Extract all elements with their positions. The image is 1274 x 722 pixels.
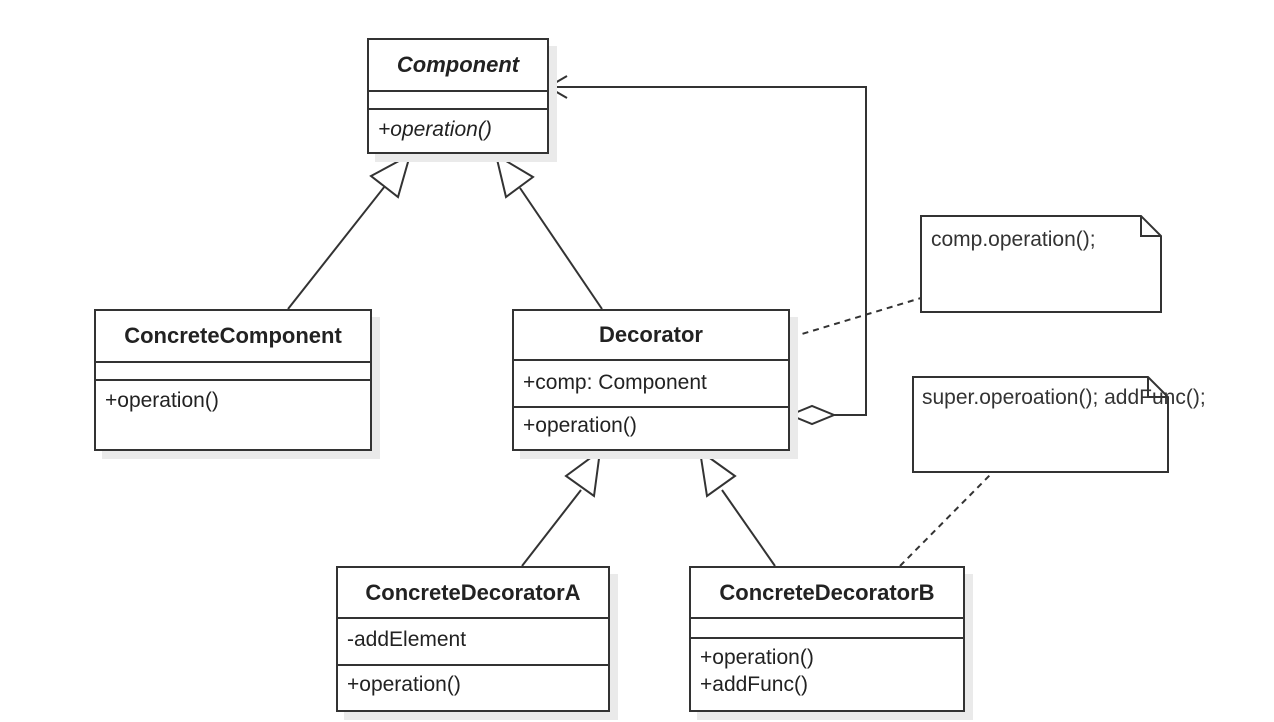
method-operation: +operation() xyxy=(700,646,814,669)
generalization-concretecomponent-line xyxy=(287,185,386,310)
note-line: comp.operation(); xyxy=(931,228,1096,251)
method-operation: +operation() xyxy=(105,389,219,412)
class-concrete-decorator-a: ConcreteDecoratorA -addElement +operatio… xyxy=(336,566,610,712)
method-section: +operation() xyxy=(96,381,370,449)
generalization-decoratora-line xyxy=(521,489,582,567)
method-section: +operation() xyxy=(514,408,788,449)
method-operation: +operation() xyxy=(378,118,492,141)
attribute-section-empty xyxy=(691,619,963,639)
attribute-comp: +comp: Component xyxy=(523,371,707,394)
class-concrete-component: ConcreteComponent +operation() xyxy=(94,309,372,451)
method-operation: +operation() xyxy=(347,673,461,696)
generalization-decoratorb-line xyxy=(721,489,776,567)
generalization-arrowhead-decoratora xyxy=(564,448,602,498)
aggregation-diamond xyxy=(787,404,837,426)
method-section: +operation() +addFunc() xyxy=(691,639,963,710)
generalization-decorator-line xyxy=(519,187,603,310)
attribute-section: +comp: Component xyxy=(514,361,788,408)
note-decorator: comp.operation(); xyxy=(931,226,1096,254)
note-line: addFunc(); xyxy=(1104,386,1206,409)
attribute-section-empty xyxy=(369,92,547,110)
note-decorator-b: super.operoation(); addFunc(); xyxy=(922,384,1206,412)
note-shape-decorator-b xyxy=(912,376,1169,473)
method-addfunc: +addFunc() xyxy=(700,673,808,696)
method-section: +operation() xyxy=(369,110,547,152)
attribute-addelement: -addElement xyxy=(347,628,467,651)
class-name: ConcreteDecoratorB xyxy=(691,568,963,619)
aggregation-line xyxy=(548,86,867,416)
generalization-arrowhead-decorator xyxy=(494,152,535,199)
class-name: Decorator xyxy=(514,311,788,361)
class-name: Component xyxy=(369,40,547,92)
class-decorator: Decorator +comp: Component +operation() xyxy=(512,309,790,451)
attribute-section: -addElement xyxy=(338,619,608,666)
note-anchor-decorator-b xyxy=(899,474,991,567)
note-line: super.operoation(); xyxy=(922,386,1099,409)
note-anchor-decorator xyxy=(791,297,922,338)
method-section: +operation() xyxy=(338,666,608,710)
class-concrete-decorator-b: ConcreteDecoratorB +operation() +addFunc… xyxy=(689,566,965,712)
class-name: ConcreteComponent xyxy=(96,311,370,363)
note-shape-decorator xyxy=(920,215,1162,313)
attribute-section-empty xyxy=(96,363,370,381)
method-operation: +operation() xyxy=(523,414,637,437)
generalization-arrowhead-decoratorb xyxy=(698,448,737,498)
class-name: ConcreteDecoratorA xyxy=(338,568,608,619)
class-component: Component +operation() xyxy=(367,38,549,154)
generalization-arrowhead-concretecomponent xyxy=(369,152,412,199)
